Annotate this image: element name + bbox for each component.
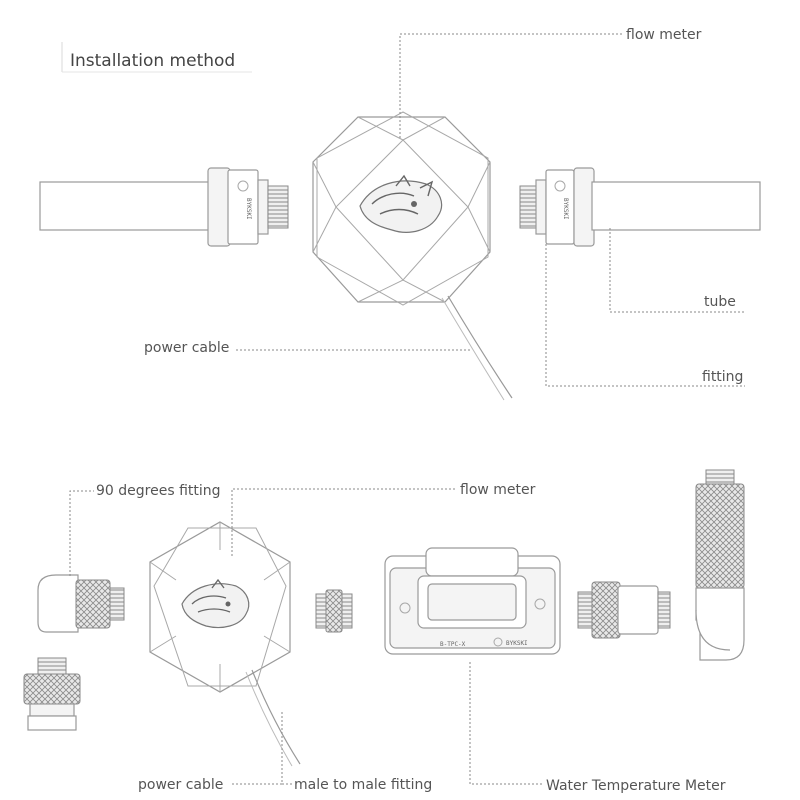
- power-cable-top-wire: [441, 297, 505, 401]
- label-flow-meter-top: flow meter: [626, 27, 702, 43]
- leader-tube: [609, 228, 745, 313]
- page-title: Installation method: [70, 51, 235, 71]
- power-cable-top: [447, 295, 513, 399]
- power-cable-bottom-wire: [245, 671, 293, 767]
- label-power-cable-top: power cable: [144, 340, 229, 356]
- water-temperature-meter: B-TPC-X BYKSKI: [384, 547, 561, 655]
- flow-meter-bottom: [149, 521, 291, 693]
- label-tube: tube: [704, 294, 736, 310]
- meter-model-label: B-TPC-X: [440, 641, 466, 648]
- label-90-fitting: 90 degrees fitting: [96, 483, 221, 499]
- label-flow-meter-bottom: flow meter: [460, 482, 536, 498]
- left-tube: [39, 181, 213, 231]
- inline-fitting-right: [577, 581, 671, 639]
- fitting-logo-right: BYKSKI: [562, 198, 569, 220]
- label-fitting: fitting: [702, 369, 743, 385]
- meter-logo-label: BYKSKI: [506, 640, 528, 647]
- right-tube: [591, 181, 761, 231]
- label-temp-meter: Water Temperature Meter: [546, 778, 726, 794]
- male-to-male-fitting: [315, 589, 353, 633]
- leader-flow-meter-top: [399, 33, 622, 138]
- right-fitting: BYKSKI: [519, 167, 595, 247]
- power-cable-bottom: [251, 669, 301, 765]
- leader-male-fitting: [281, 712, 292, 785]
- fitting-logo-left: BYKSKI: [245, 198, 252, 220]
- flow-meter-top: [312, 111, 491, 306]
- dragon-logo-bottom: [181, 578, 250, 629]
- label-power-cable-bottom: power cable: [138, 777, 223, 793]
- elbow-fitting-left: [37, 574, 125, 633]
- left-fitting: BYKSKI: [207, 167, 289, 247]
- elbow-fitting-right: [695, 469, 745, 661]
- leader-fitting: [545, 244, 745, 387]
- leader-temp-meter: [469, 662, 542, 785]
- label-male-fitting: male to male fitting: [294, 777, 432, 793]
- leader-90-fitting: [69, 490, 94, 576]
- inline-fitting-left: [23, 657, 81, 731]
- leader-flow-meter-bottom: [231, 488, 456, 556]
- dragon-logo-top: [359, 174, 443, 233]
